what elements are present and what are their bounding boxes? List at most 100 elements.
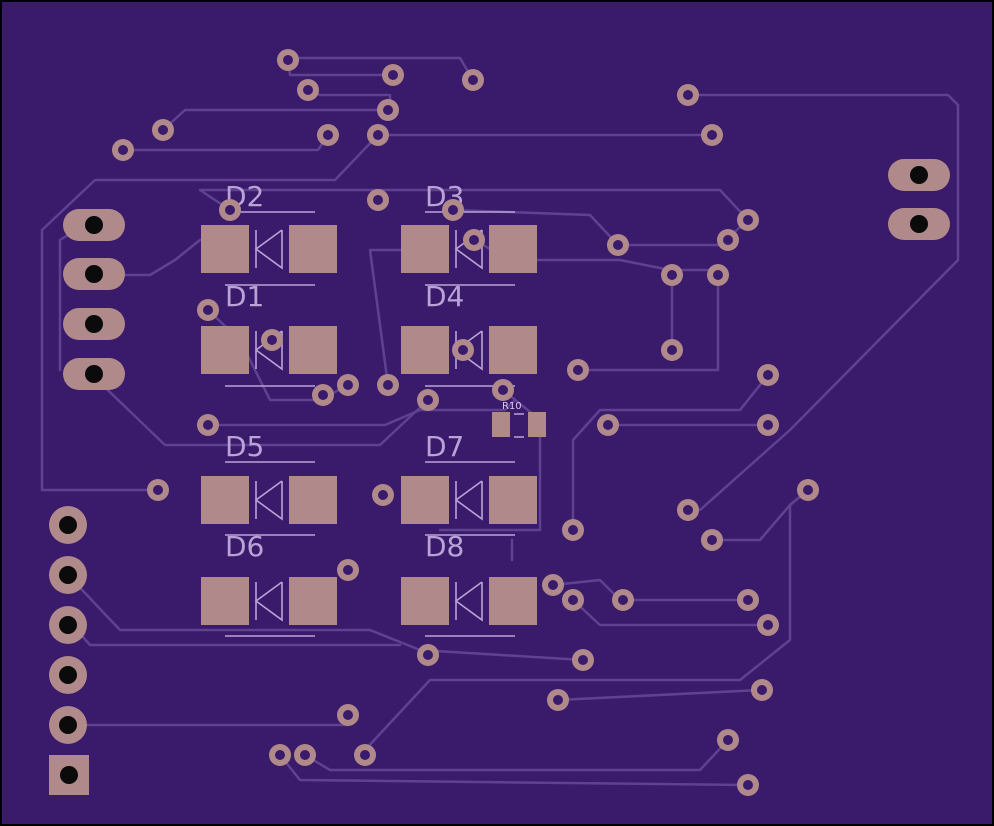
- via-hole: [723, 735, 733, 745]
- diode-pad[interactable]: [201, 225, 249, 273]
- resistor-r10: R10: [492, 401, 546, 438]
- via-hole: [323, 130, 333, 140]
- trace: [571, 598, 770, 627]
- via-hole: [763, 420, 773, 430]
- trace: [66, 573, 585, 662]
- via-hole: [448, 205, 458, 215]
- via-hole: [423, 395, 433, 405]
- pin-hole: [59, 666, 77, 684]
- trace: [686, 93, 960, 512]
- pin-hole: [59, 516, 77, 534]
- via-hole: [683, 90, 693, 100]
- via-hole: [343, 710, 353, 720]
- diode-label: D5: [225, 430, 264, 463]
- trace: [198, 188, 750, 222]
- trace: [571, 373, 770, 532]
- via-hole: [803, 485, 813, 495]
- pad-hole: [910, 166, 928, 184]
- via-hole: [158, 125, 168, 135]
- diode-symbol: [454, 581, 483, 622]
- diode-pad[interactable]: [401, 225, 449, 273]
- via-hole: [757, 685, 767, 695]
- via-hole: [383, 105, 393, 115]
- via-hole: [498, 385, 508, 395]
- diode-pad[interactable]: [201, 326, 249, 374]
- diode-pad[interactable]: [401, 476, 449, 524]
- diode-symbol: [254, 581, 283, 622]
- pad-hole: [85, 365, 103, 383]
- diode-pad[interactable]: [289, 577, 337, 625]
- via-hole: [568, 595, 578, 605]
- diode-d2: D2: [201, 180, 337, 273]
- diode-pad[interactable]: [489, 577, 537, 625]
- diode-d7: D7: [401, 430, 537, 524]
- pin-hole: [60, 766, 78, 784]
- trace: [556, 688, 762, 702]
- right-connector: [888, 159, 950, 240]
- via-hole: [613, 240, 623, 250]
- via-hole: [568, 525, 578, 535]
- diode-pad[interactable]: [489, 476, 537, 524]
- via-hole: [667, 270, 677, 280]
- diode-pad[interactable]: [401, 577, 449, 625]
- via-hole: [300, 750, 310, 760]
- via-hole: [667, 345, 677, 355]
- resistor-pad[interactable]: [528, 412, 546, 437]
- resistor-pad[interactable]: [492, 412, 510, 437]
- pin-hole: [59, 616, 77, 634]
- via-hole: [573, 365, 583, 375]
- diode-d4: D4: [401, 280, 537, 387]
- pin-hole: [59, 566, 77, 584]
- via-hole: [743, 780, 753, 790]
- pin-hole: [59, 716, 77, 734]
- via-hole: [303, 85, 313, 95]
- resistor-outline: [514, 413, 524, 438]
- diode-pad[interactable]: [201, 476, 249, 524]
- via-hole: [723, 235, 733, 245]
- diode-pad[interactable]: [489, 326, 537, 374]
- diode-pad[interactable]: [289, 476, 337, 524]
- via-layer: [112, 49, 819, 796]
- pad-hole: [910, 215, 928, 233]
- via-hole: [203, 420, 213, 430]
- via-hole: [373, 195, 383, 205]
- pad-hole: [85, 315, 103, 333]
- diode-pad[interactable]: [289, 225, 337, 273]
- diode-pad[interactable]: [289, 326, 337, 374]
- diode-d6: D6: [201, 530, 337, 637]
- pad-hole: [85, 216, 103, 234]
- diode-d5: D5: [201, 430, 337, 524]
- via-hole: [707, 130, 717, 140]
- via-hole: [118, 145, 128, 155]
- pin-header: [49, 506, 89, 795]
- via-hole: [553, 695, 563, 705]
- via-hole: [458, 345, 468, 355]
- via-hole: [267, 335, 277, 345]
- via-hole: [683, 505, 693, 515]
- diode-d8: D8: [401, 530, 537, 637]
- diode-pad[interactable]: [489, 225, 537, 273]
- diode-pad[interactable]: [201, 577, 249, 625]
- via-hole: [618, 595, 628, 605]
- via-hole: [378, 490, 388, 500]
- trace: [40, 133, 380, 492]
- trace: [206, 398, 517, 427]
- trace: [576, 273, 720, 372]
- left-connector: [63, 209, 125, 390]
- trace: [90, 373, 430, 447]
- trace: [303, 738, 730, 772]
- diode-symbol: [254, 480, 283, 521]
- via-hole: [318, 390, 328, 400]
- via-hole: [423, 650, 433, 660]
- diode-pad[interactable]: [401, 326, 449, 374]
- via-hole: [713, 270, 723, 280]
- trace: [438, 388, 542, 532]
- via-hole: [360, 750, 370, 760]
- via-hole: [373, 130, 383, 140]
- via-hole: [763, 620, 773, 630]
- trace: [363, 488, 810, 752]
- via-hole: [388, 70, 398, 80]
- diode-label: D7: [425, 430, 464, 463]
